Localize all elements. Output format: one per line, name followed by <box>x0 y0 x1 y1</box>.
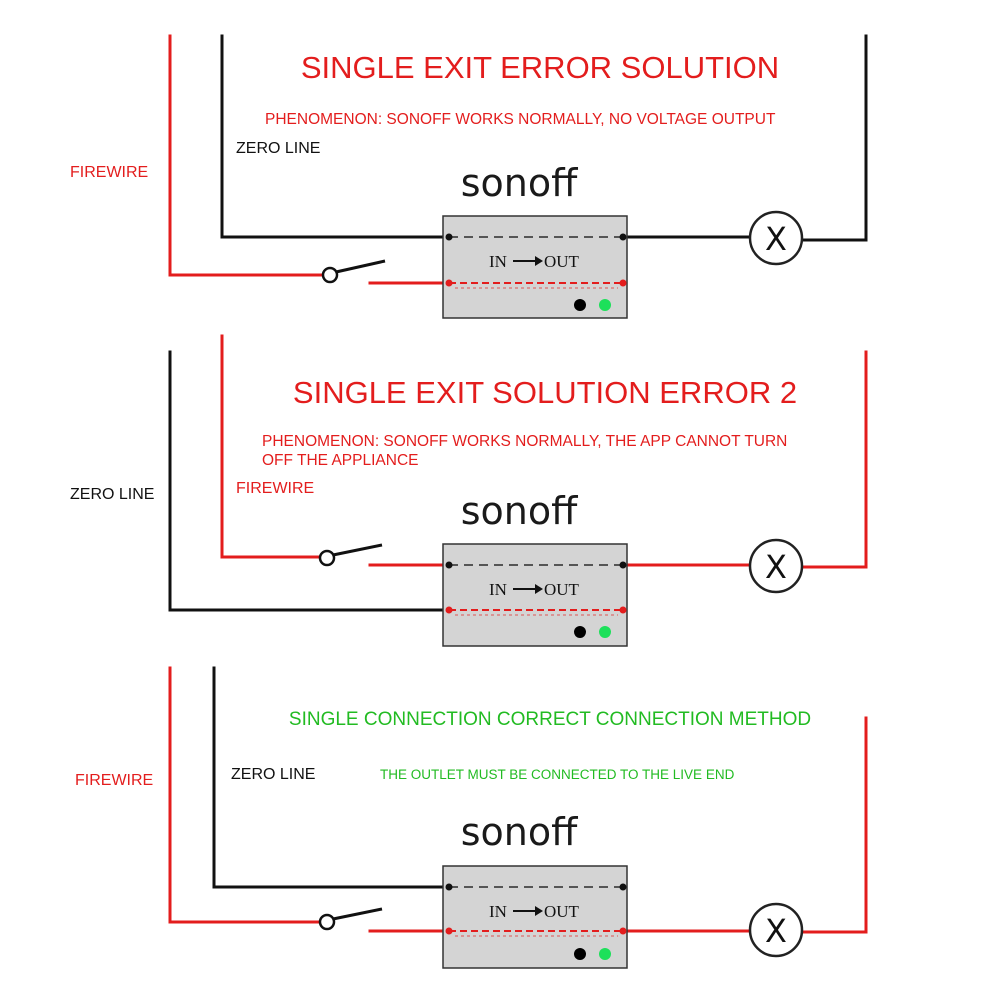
panel-2-live-input-wire <box>220 334 324 559</box>
panel-2-neutral-wire <box>168 350 450 612</box>
panel-3-status-led <box>599 948 611 960</box>
panel-1-arrow-icon <box>513 256 543 266</box>
panel-2-power-led <box>574 626 586 638</box>
svg-text:X: X <box>765 220 787 258</box>
panel-1-neutral-wire <box>220 34 450 239</box>
panel-3-neutral-label: ZERO LINE <box>231 766 315 783</box>
panel-1-lamp-return-wire <box>800 34 868 242</box>
panel-3-title: SINGLE CONNECTION CORRECT CONNECTION MET… <box>289 709 811 730</box>
panel-1-title: SINGLE EXIT ERROR SOLUTION <box>301 50 779 85</box>
panel-2-arrow-icon <box>513 584 543 594</box>
panel-2-out-label: OUT <box>544 580 580 599</box>
panel-2-live-label: FIREWIRE <box>236 480 314 497</box>
panel-2: sonoff IN OUT X SINGLE EXIT SOLUTION <box>70 334 868 647</box>
panel-3-note-line-1: THE OUTLET MUST BE CONNECTED TO THE LIVE… <box>380 767 735 782</box>
svg-text:X: X <box>765 912 787 950</box>
panel-2-note-line-2: OFF THE APPLIANCE <box>262 452 418 469</box>
panel-3-live-input-wire <box>168 666 324 924</box>
panel-3-sonoff-logo: sonoff <box>461 810 578 854</box>
panel-3: sonoff IN OUT X SINGLE CONNECTION COR <box>75 666 868 969</box>
panel-1-sonoff-logo: sonoff <box>461 161 578 205</box>
panel-1-lamp-icon: X <box>748 210 804 266</box>
panel-1-live-label: FIREWIRE <box>70 164 148 181</box>
panel-1-note-line-1: PHENOMENON: SONOFF WORKS NORMALLY, NO VO… <box>265 111 776 128</box>
panel-3-in-label: IN <box>489 902 507 921</box>
panel-1-sonoff-device: IN OUT <box>442 215 628 319</box>
panel-1-power-led <box>574 299 586 311</box>
panel-2-in-label: IN <box>489 580 507 599</box>
panel-3-switch-icon <box>318 907 383 931</box>
panel-2-note-line-1: PHENOMENON: SONOFF WORKS NORMALLY, THE A… <box>262 433 787 450</box>
panel-3-lamp-return-wire <box>800 716 868 934</box>
panel-3-arrow-icon <box>513 906 543 916</box>
panel-2-title: SINGLE EXIT SOLUTION ERROR 2 <box>293 375 797 410</box>
panel-1: sonoff IN OUT X SINGLE EXIT ERROR SOL <box>70 34 868 319</box>
panel-2-status-led <box>599 626 611 638</box>
panel-2-sonoff-device: IN OUT <box>442 543 628 647</box>
panel-3-live-label: FIREWIRE <box>75 772 153 789</box>
panel-3-power-led <box>574 948 586 960</box>
panel-2-lamp-icon: X <box>748 538 804 594</box>
panel-3-lamp-icon: X <box>748 902 804 958</box>
panel-2-sonoff-logo: sonoff <box>461 489 578 533</box>
panel-2-switch-icon <box>318 543 383 567</box>
panel-3-neutral-wire <box>212 666 450 889</box>
panel-3-sonoff-device: IN OUT <box>442 865 628 969</box>
panel-1-out-label: OUT <box>544 252 580 271</box>
panel-2-lamp-return-wire <box>800 350 868 569</box>
panel-1-switch-icon <box>321 259 386 284</box>
panel-1-in-label: IN <box>489 252 507 271</box>
panel-1-neutral-label: ZERO LINE <box>236 140 320 157</box>
panel-2-neutral-label: ZERO LINE <box>70 486 154 503</box>
panel-3-out-label: OUT <box>544 902 580 921</box>
panel-1-live-input-wire <box>168 34 324 277</box>
panel-1-status-led <box>599 299 611 311</box>
svg-text:X: X <box>765 548 787 586</box>
